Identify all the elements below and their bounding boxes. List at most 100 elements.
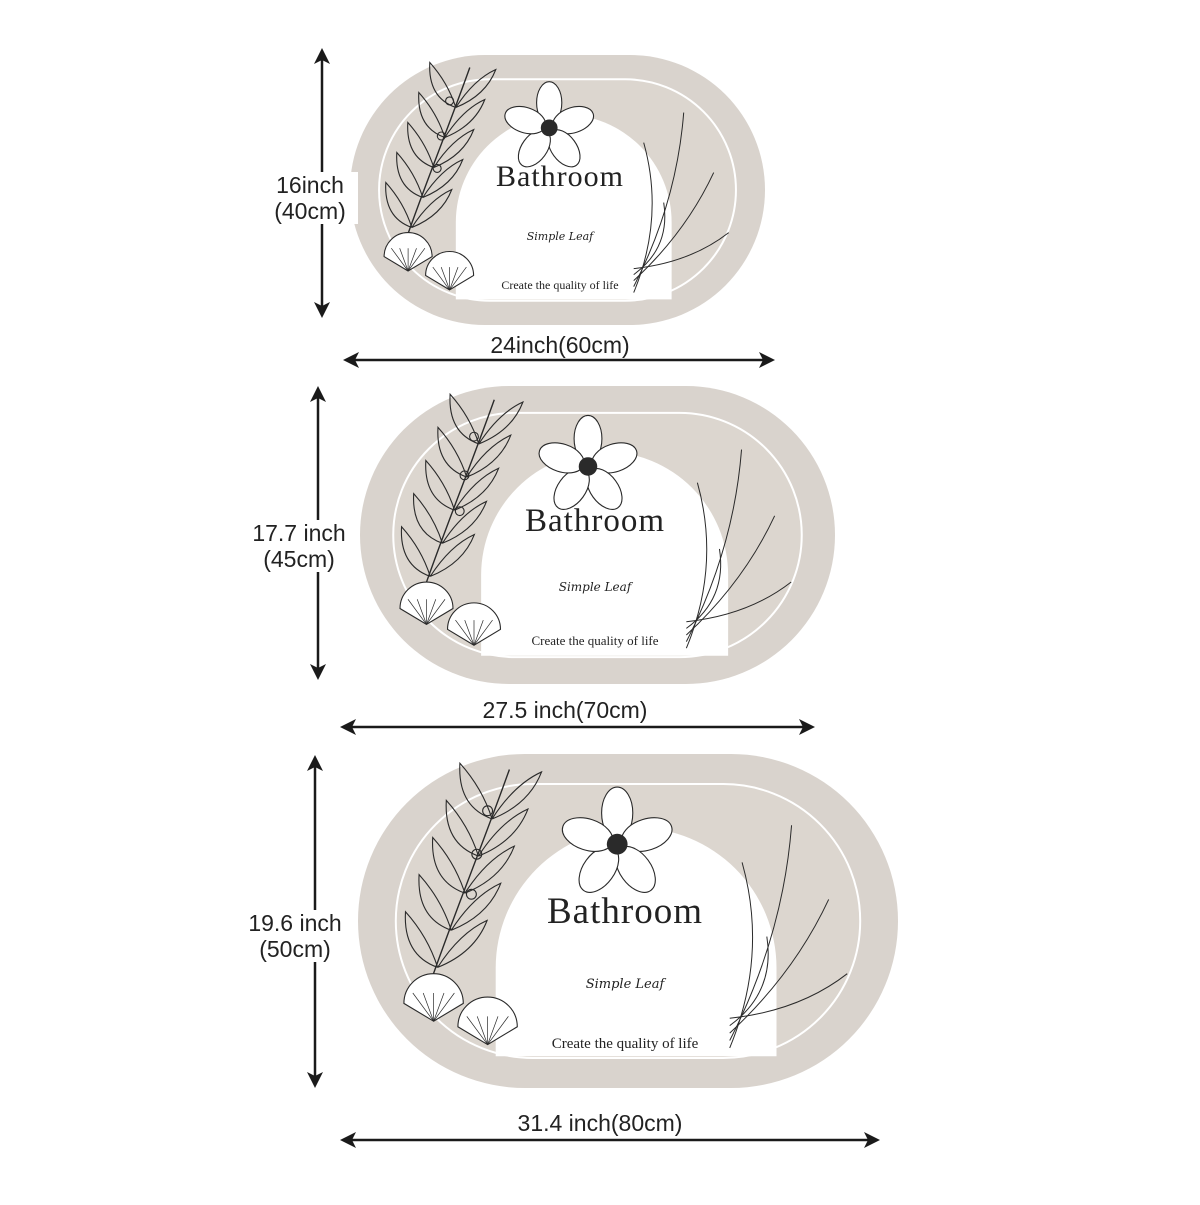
ginkgo-vein-icon (426, 599, 437, 625)
flower-center-icon (606, 833, 628, 855)
berry-icon (469, 431, 479, 442)
leaf-icon (454, 467, 500, 511)
leaf-icon (396, 151, 424, 199)
rug-3-height-inch: 19.6 inch (248, 910, 342, 936)
leaf-icon (455, 68, 497, 109)
grass-leaf-icon (729, 899, 830, 1034)
rug-1-title: Bathroom (496, 160, 624, 193)
leaf-icon (478, 807, 529, 857)
grass-leaf-icon (633, 172, 715, 281)
flower-center-icon (540, 119, 558, 137)
ginkgo-vein-icon (466, 1016, 488, 1045)
ginkgo-vein-icon (416, 599, 427, 625)
rug-1-height-arrow-bottom-head (314, 302, 330, 318)
leaf-icon (466, 434, 512, 478)
rug-3-width-label: 31.4 inch(80cm) (480, 1110, 720, 1136)
rug-3-width-arrow-left-head (340, 1132, 356, 1148)
leaf-icon (437, 426, 468, 478)
ginkgo-vein-icon (426, 599, 446, 625)
leaf-icon (450, 882, 502, 931)
berry-icon (436, 131, 446, 141)
leaf-icon (400, 525, 431, 577)
leaf-icon (459, 761, 493, 820)
berry-icon (454, 506, 465, 517)
rug-2-height-inch: 17.7 inch (252, 520, 346, 546)
rug-3-title: Bathroom (547, 891, 703, 932)
leaf-icon (449, 392, 480, 445)
ginkgo-vein-icon (473, 619, 493, 646)
ginkgo-vein-icon (487, 1016, 499, 1045)
grass-leaf-icon (686, 515, 776, 636)
leaf-icon (437, 919, 489, 968)
rug-2-width-arrow-right-head (799, 719, 815, 735)
leaf-icon (425, 459, 456, 511)
ginkgo-vein-icon (440, 266, 450, 291)
leaf-icon (432, 836, 466, 894)
ginkgo-vein-icon (487, 1016, 509, 1045)
rug-1-height-label: 16inch (40cm) (262, 172, 358, 224)
ginkgo-vein-icon (407, 599, 427, 625)
ginkgo-vein-icon (476, 1016, 488, 1045)
rug-1-brand: Simple Leaf (526, 230, 594, 243)
grass-leaf-icon (686, 548, 722, 629)
rug-1-height-inch: 16inch (276, 172, 344, 198)
rug-1-width-arrow-left-head (343, 352, 359, 368)
grass-leaf-icon (633, 142, 653, 293)
rug-2-height-cm: (45cm) (263, 546, 335, 572)
rug-1-width-arrow-right-head (759, 352, 775, 368)
leaf-icon (413, 492, 443, 544)
ginkgo-vein-icon (391, 247, 409, 272)
ginkgo-vein-icon (433, 992, 445, 1022)
ginkgo-vein-icon (464, 619, 475, 646)
berry-icon (471, 848, 483, 860)
rug-3-height-arrow-bottom-head (307, 1072, 323, 1088)
leaf-icon (441, 500, 488, 544)
ginkgo-vein-icon (407, 248, 417, 272)
ginkgo-vein-icon (412, 992, 434, 1022)
rug-3-brand: Simple Leaf (585, 977, 665, 992)
rug-3-height-label: 19.6 inch (50cm) (232, 910, 358, 962)
rug-1-arch (455, 114, 672, 300)
rug-1-width-label: 24inch(60cm) (470, 332, 650, 358)
rug-1-height-arrow-top-head (314, 48, 330, 64)
berry-icon (459, 470, 470, 481)
rug-2-brand: Simple Leaf (558, 580, 632, 594)
grass-leaf-icon (633, 202, 666, 276)
ginkgo-vein-icon (399, 248, 409, 272)
leaf-icon (429, 533, 476, 577)
rug-2-title: Bathroom (525, 503, 665, 539)
leaf-icon (418, 91, 446, 139)
leaf-icon (411, 188, 453, 229)
leaf-icon (429, 61, 457, 109)
rug-2-height-label: 17.7 inch (45cm) (240, 520, 358, 572)
berry-icon (432, 163, 442, 173)
leaf-icon (444, 98, 486, 139)
leaf-icon (404, 910, 439, 968)
rug-2-arch (481, 451, 729, 656)
rug-2-height-arrow-top-head (310, 386, 326, 402)
rug-1-height-cm: (40cm) (274, 198, 346, 224)
ginkgo-vein-icon (455, 619, 475, 646)
berry-icon (445, 96, 455, 106)
rug-3-width-arrow-right-head (864, 1132, 880, 1148)
grass-leaf-icon (686, 581, 792, 623)
leaf-icon (418, 873, 452, 931)
ginkgo-vein-icon (432, 266, 450, 291)
rug-3-arch (495, 827, 777, 1057)
leaf-icon (478, 400, 524, 445)
rug-3-tagline: Create the quality of life (551, 1036, 699, 1052)
ginkgo-vein-icon (473, 619, 484, 646)
leaf-icon (422, 158, 464, 199)
berry-icon (482, 805, 494, 817)
leaf-icon (433, 128, 475, 169)
ginkgo-vein-icon (422, 992, 434, 1022)
leaf-icon (445, 799, 479, 857)
rug-2-width-label: 27.5 inch(70cm) (460, 697, 670, 723)
rug-2-height-arrow-bottom-head (310, 664, 326, 680)
leaf-icon (491, 770, 543, 820)
rug-2-tagline: Create the quality of life (531, 633, 659, 648)
rug-3-height-cm: (50cm) (259, 936, 331, 962)
ginkgo-vein-icon (433, 992, 455, 1022)
